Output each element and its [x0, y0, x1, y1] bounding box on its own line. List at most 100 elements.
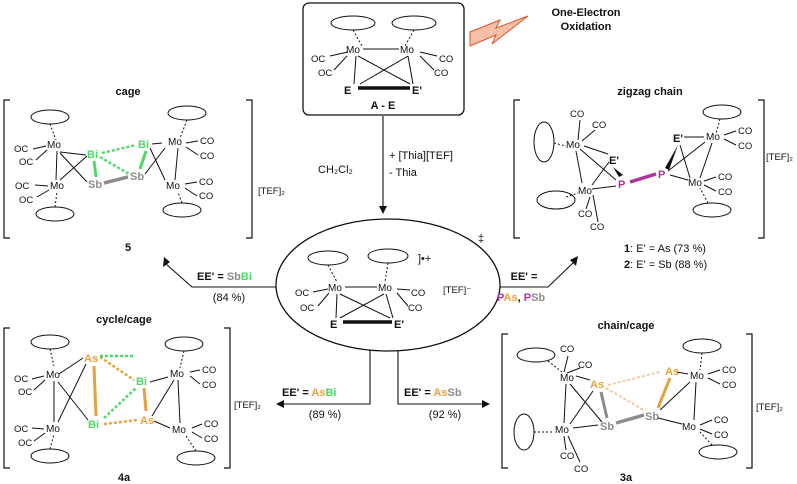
mo-right: Mo: [400, 45, 414, 56]
atom-e: E: [344, 85, 351, 97]
svg-text:CO: CO: [718, 172, 732, 183]
arrow-to-cage: [165, 263, 276, 288]
yield-asbi: (89 %): [309, 409, 341, 421]
oxidation-line2: Oxidation: [561, 21, 612, 33]
atom-e-prime: E': [412, 85, 422, 97]
arrowhead-icon: [163, 257, 170, 267]
cage-title: cage: [115, 86, 140, 98]
start-box: [302, 2, 465, 116]
product-cage: cage [TEF]₂ 5 Mo Mo Mo Mo Bi Bi Sb Sb: [3, 86, 285, 254]
svg-text:Mo: Mo: [50, 181, 64, 192]
svg-text:CO: CO: [570, 109, 584, 120]
solvent-label: CH₂Cl₂: [318, 164, 353, 176]
svg-text:OC: OC: [14, 374, 28, 385]
svg-text:CO: CO: [199, 191, 213, 202]
cp-ring-right: [367, 248, 409, 264]
svg-text:CO: CO: [560, 451, 574, 462]
oc-label: OC: [318, 68, 332, 79]
svg-text:CO: CO: [578, 209, 592, 220]
mo-left: Mo: [346, 45, 360, 56]
reagent-remove: - Thia: [389, 167, 418, 179]
cycle-number: 4a: [118, 472, 131, 484]
svg-text:Mo: Mo: [578, 186, 592, 197]
atom-bi: Bi: [138, 139, 149, 151]
zigzag-item-1: 1: E' = As (73 %): [624, 243, 706, 255]
cp-ring-right: [391, 15, 437, 31]
arrowhead-icon: [570, 256, 578, 266]
svg-text:OC: OC: [19, 195, 33, 206]
svg-text:OC: OC: [15, 181, 29, 192]
svg-text:CO: CO: [592, 120, 606, 131]
product-chain: chain/cage [TEF]₂ 3a Mo Mo Mo Mo As As S…: [501, 320, 783, 484]
svg-text:Mo: Mo: [566, 140, 580, 151]
svg-text:CO: CO: [722, 365, 736, 376]
svg-text:OC: OC: [14, 144, 28, 155]
svg-text:OC: OC: [18, 387, 32, 398]
cond-pas: PAs, PSb: [497, 292, 545, 304]
svg-text:Mo: Mo: [172, 425, 186, 436]
svg-text:Mo: Mo: [46, 370, 60, 381]
atom-bi: Bi: [87, 149, 98, 161]
co-label: CO: [434, 68, 448, 79]
svg-text:CO: CO: [200, 151, 214, 162]
arrow-to-cycle: [282, 350, 371, 405]
atom-as: As: [590, 379, 604, 391]
chain-title: chain/cage: [598, 320, 655, 332]
svg-text:CO: CO: [199, 177, 213, 188]
yield-assb: (92 %): [429, 409, 461, 421]
lightning-icon: [469, 15, 529, 47]
cycle-counterion: [TEF]₂: [234, 400, 261, 411]
arrow-to-chain: [397, 350, 484, 405]
svg-text:Mo: Mo: [170, 369, 184, 380]
cycle-title: cycle/cage: [96, 314, 152, 326]
atom-sb: Sb: [130, 171, 144, 183]
zigzag-title: zigzag chain: [617, 86, 683, 98]
atom-p: P: [658, 169, 665, 181]
product-zigzag: zigzag chain [TEF]₂ Mo Mo Mo Mo E' E' P …: [513, 86, 793, 271]
cond-sbbi: EE' = SbBi: [197, 271, 252, 283]
svg-text:Mo: Mo: [46, 424, 60, 435]
start-complex: Mo Mo OC OC CO CO E E' A - E: [302, 2, 465, 116]
oc-label: OC: [300, 303, 314, 314]
svg-text:CO: CO: [204, 434, 218, 445]
reagent-add: + [Thia][TEF]: [389, 150, 453, 162]
transition-dagger: ‡: [478, 233, 484, 245]
svg-text:CO: CO: [714, 415, 728, 426]
zigzag-item-2: 2: E' = Sb (88 %): [624, 259, 707, 271]
radical-cation-charge: ]•+: [418, 253, 431, 265]
svg-text:CO: CO: [738, 141, 752, 152]
atom-sb: Sb: [600, 421, 614, 433]
svg-text:Mo: Mo: [555, 425, 569, 436]
atom-bi: Bi: [88, 419, 99, 431]
zigzag-counterion: [TEF]₂: [766, 152, 793, 163]
atom-p: P: [618, 179, 625, 191]
yield-sbbi: (84 %): [213, 292, 245, 304]
cond-assb: EE' = AsSb: [404, 387, 462, 399]
cp-ring-left: [330, 15, 376, 31]
oc-label: OC: [295, 288, 309, 299]
mo-right: Mo: [378, 283, 392, 294]
svg-text:CO: CO: [722, 380, 736, 391]
svg-text:CO: CO: [202, 380, 216, 391]
svg-text:Mo: Mo: [166, 181, 180, 192]
atom-as: As: [140, 415, 154, 427]
atom-e-prime: E': [394, 319, 404, 331]
cage-counterion: [TEF]₂: [258, 186, 285, 197]
atom-as: As: [84, 353, 98, 365]
svg-text:Mo: Mo: [168, 137, 182, 148]
arrowhead-icon: [276, 400, 284, 408]
cond-pas-prefix: EE' =: [511, 271, 538, 283]
svg-text:OC: OC: [14, 424, 28, 435]
co-label: CO: [439, 54, 453, 65]
atom-bi: Bi: [136, 376, 147, 388]
atom-as: As: [665, 366, 679, 378]
svg-text:CO: CO: [738, 126, 752, 137]
svg-text:Mo: Mo: [47, 140, 61, 151]
oc-label: OC: [311, 54, 325, 65]
co-label: CO: [408, 303, 422, 314]
chain-number: 3a: [620, 472, 633, 484]
mo-left: Mo: [328, 283, 342, 294]
svg-text:CO: CO: [578, 360, 592, 371]
